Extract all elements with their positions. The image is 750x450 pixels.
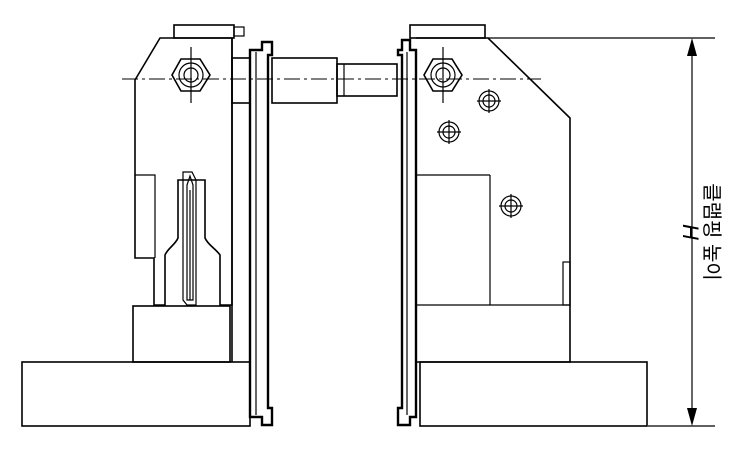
left-pedestal bbox=[132, 305, 231, 363]
connecting-shaft bbox=[231, 57, 398, 104]
left-jaw-plate bbox=[248, 40, 274, 427]
dimension-symbol: H bbox=[678, 224, 703, 240]
right-bolt-lower bbox=[499, 194, 523, 218]
right-bolt-middle bbox=[437, 120, 461, 144]
right-jaw-plate bbox=[396, 38, 418, 427]
left-nut bbox=[171, 47, 211, 103]
dimension-h bbox=[488, 37, 715, 427]
dimension-description: 클램핑 높이 bbox=[700, 183, 723, 281]
left-adjust-spindle bbox=[182, 171, 197, 306]
right-base-block bbox=[419, 361, 648, 427]
right-bolt-upper bbox=[477, 89, 501, 113]
right-nut bbox=[423, 47, 463, 103]
left-base-block bbox=[21, 361, 251, 427]
right-clamp-body bbox=[409, 24, 571, 363]
